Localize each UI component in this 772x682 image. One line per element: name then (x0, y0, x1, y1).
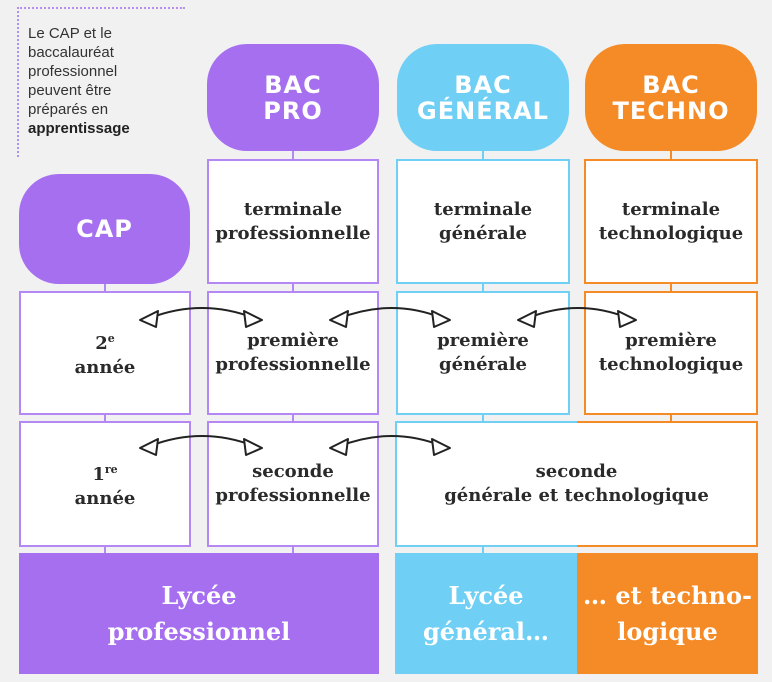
box-premiere-techno: première technologique (584, 291, 758, 415)
footer-lycee-professionnel: Lycée professionnel (19, 553, 379, 674)
box-line: 2 (95, 332, 108, 354)
footer-lycee-general: Lycée général… (395, 553, 577, 674)
arrowhead-icon (243, 310, 263, 328)
connector-stem (292, 151, 294, 160)
arrowhead-icon (243, 438, 263, 456)
double-arrow-icon (149, 307, 255, 319)
double-arrow-icon (339, 307, 443, 319)
connector-stem (292, 414, 294, 422)
seconde-border-split-bottom (577, 545, 758, 547)
apprenticeship-note: Le CAP et le baccalauréat professionnel … (28, 24, 188, 138)
pill-bac-pro-line1: BAC (264, 70, 322, 99)
note-line: professionnel (28, 63, 118, 80)
pill-cap-label: CAP (76, 215, 133, 243)
arrowhead-icon (329, 310, 349, 328)
pill-bac-techno-line2: TECHNO (612, 96, 730, 125)
note-line: Le CAP et le (28, 25, 112, 42)
arrowhead-icon (431, 310, 451, 328)
connector-stem (104, 284, 106, 292)
note-line: préparés en (28, 101, 109, 118)
box-line: générale et technologique (444, 485, 709, 506)
connector-stem (482, 414, 484, 422)
ordinal-suffix: re (104, 462, 118, 476)
box-line: générale (438, 354, 527, 375)
footer-line: logique (617, 616, 718, 646)
footer-line: Lycée (448, 580, 524, 610)
footer-line: général… (422, 616, 550, 646)
connector-stem (292, 546, 294, 554)
connector-stem (670, 284, 672, 292)
note-dotted-border-top (17, 7, 185, 9)
box-line: professionnelle (215, 485, 371, 506)
box-line: technologique (598, 222, 744, 244)
note-line: peuvent être (28, 82, 112, 99)
box-line: année (74, 356, 136, 378)
pill-cap: CAP (19, 174, 190, 284)
box-line: terminale (243, 198, 343, 220)
footer-lycee-techno: … et techno-logique (577, 553, 758, 674)
ordinal-suffix: e (107, 331, 115, 345)
note-dotted-border-left (17, 7, 19, 157)
box-line: générale (438, 222, 527, 244)
arrowhead-icon (431, 438, 451, 456)
note-line: baccalauréat (28, 44, 114, 61)
box-seconde-generale-techno: seconde générale et technologique (395, 421, 758, 547)
note-emphasis: apprentissage (28, 120, 130, 137)
connector-stem (482, 546, 484, 554)
arrowhead-icon (329, 438, 349, 456)
box-line: professionnelle (215, 354, 371, 375)
connector-stem (482, 151, 484, 160)
box-line: terminale (433, 198, 533, 220)
connector-stem (670, 151, 672, 160)
double-arrow-icon (149, 435, 255, 447)
box-line: technologique (598, 354, 744, 375)
box-line: première (247, 330, 339, 351)
box-cap-2e-annee: 2e année (19, 291, 191, 415)
double-arrow-icon (527, 307, 629, 319)
double-arrow-icon (339, 435, 443, 447)
footer-line: … et techno- (583, 580, 752, 610)
box-line: 1 (92, 463, 105, 485)
box-line: professionnelle (215, 222, 371, 244)
box-line: première (437, 330, 529, 351)
pill-bac-general-line1: BAC (454, 70, 512, 99)
connector-stem (292, 284, 294, 292)
seconde-border-split-top (577, 421, 758, 423)
box-line: première (625, 330, 717, 351)
footer-line: professionnel (107, 616, 291, 646)
footer-line: Lycée (161, 580, 237, 610)
arrowhead-icon (139, 438, 159, 456)
box-line: seconde (535, 461, 618, 482)
arrowhead-icon (139, 310, 159, 328)
pill-bac-techno-line1: BAC (642, 70, 700, 99)
pill-bac-pro-line2: PRO (263, 96, 323, 125)
connector-stem (104, 546, 106, 554)
pill-bac-general-line2: GÉNÉRAL (417, 96, 549, 125)
arrowhead-icon (517, 310, 537, 328)
box-line: terminale (621, 198, 721, 220)
arrowhead-icon (617, 310, 637, 328)
connector-stem (670, 414, 672, 422)
connector-stem (104, 414, 106, 422)
connector-stem (482, 284, 484, 292)
box-line: année (74, 487, 136, 509)
box-line: seconde (252, 461, 334, 482)
